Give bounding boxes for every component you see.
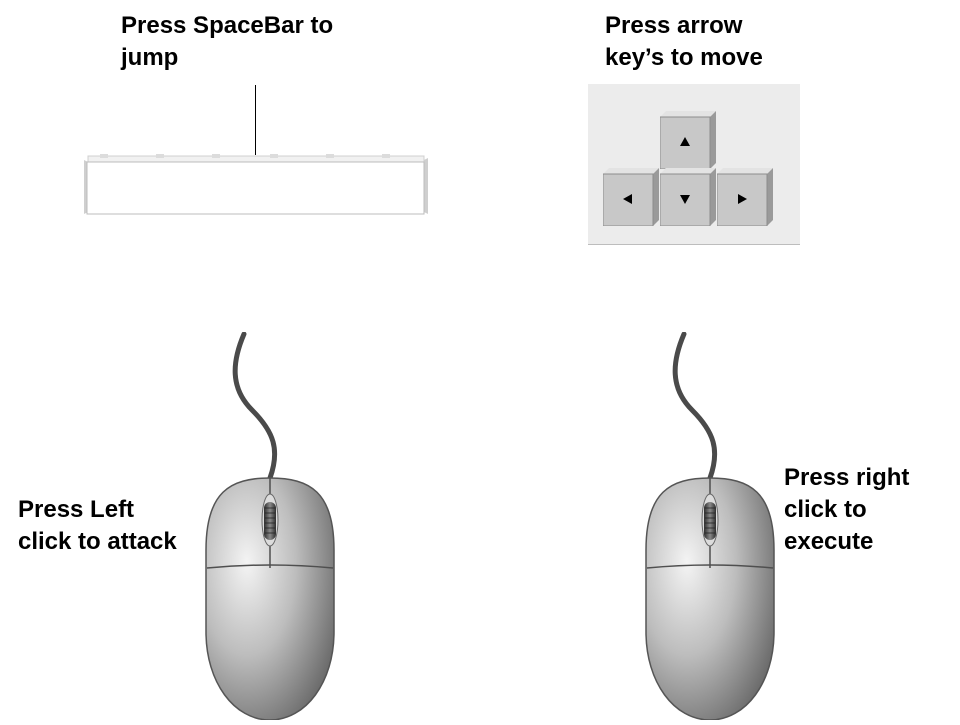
right-click-instruction-label: Press right click to execute — [784, 464, 910, 555]
spacebar-instruction-label: Press SpaceBar to jump — [121, 12, 334, 71]
arrow-right-key-icon[interactable] — [717, 168, 773, 226]
arrow-up-key-icon[interactable] — [660, 111, 716, 169]
arrow-down-key-icon[interactable] — [660, 168, 716, 226]
right-click-mouse-icon[interactable] — [640, 331, 780, 721]
arrow-keys-instruction-label: Press arrow key’s to move — [605, 12, 763, 71]
spacebar-pointer-line — [255, 85, 256, 155]
left-click-mouse-icon[interactable] — [200, 331, 340, 721]
spacebar-key-icon — [84, 152, 428, 216]
arrow-keys-panel — [588, 84, 800, 245]
arrow-left-key-icon[interactable] — [603, 168, 659, 226]
left-click-instruction-label: Press Left click to attack — [18, 496, 177, 555]
